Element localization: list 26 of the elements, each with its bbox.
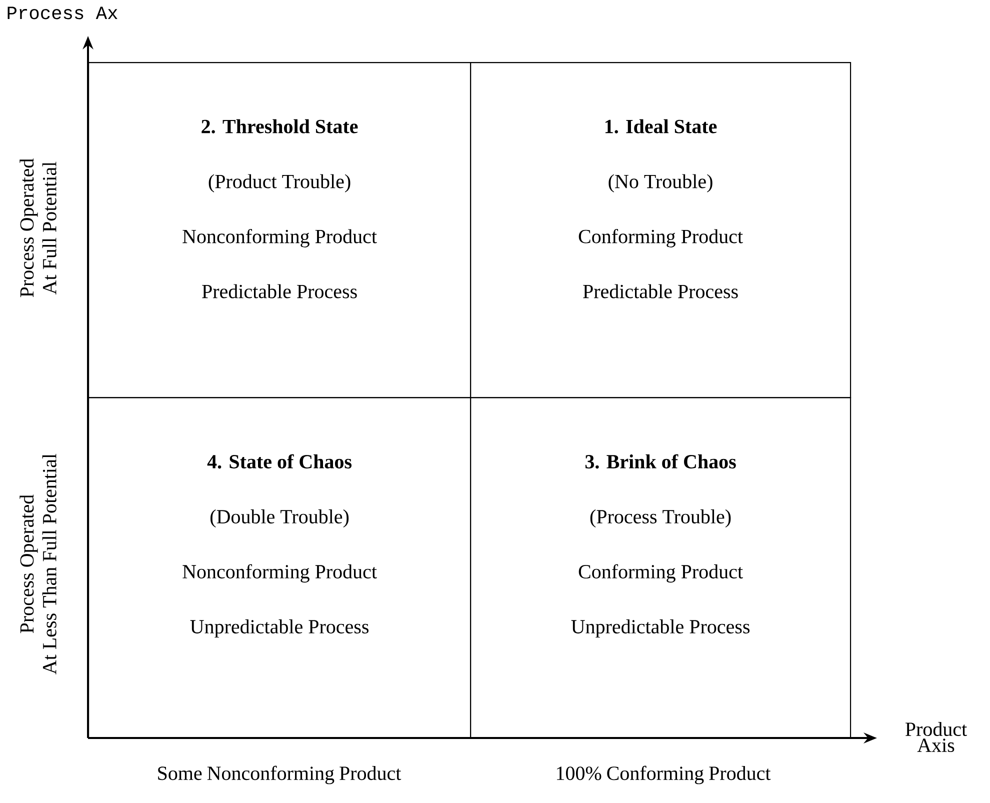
- axis-title: Process Operated At Less Than Full Potential: [20, 454, 56, 674]
- axis-title: Process Ax: [8, 6, 118, 20]
- state-heading: 1. Ideal State: [605, 119, 717, 134]
- state-description: (Double Trouble): [210, 509, 349, 528]
- state-description: (No Trouble): [608, 174, 712, 192]
- state-heading: 3. Brink of Chaos: [585, 454, 736, 469]
- state-heading: 4. State of Chaos: [207, 454, 352, 469]
- axis-title: Process Operated At Full Potential: [20, 158, 56, 298]
- axis-title: Product Axis: [905, 722, 967, 752]
- state-description: Conforming Product: [578, 564, 743, 583]
- state-description: Nonconforming Product: [182, 564, 377, 583]
- quadrant-box: [470, 62, 852, 398]
- state-description: (Product Trouble): [208, 174, 350, 192]
- column-label: 100% Conforming Product: [557, 766, 771, 784]
- quadrant-box: [470, 397, 852, 740]
- state-description: (Process Trouble): [590, 509, 731, 528]
- state-description: Conforming Product: [578, 229, 743, 248]
- state-heading: 2. Threshold State: [202, 119, 358, 134]
- state-description: Predictable Process: [583, 284, 738, 298]
- state-description: Unpredictable Process: [190, 619, 368, 638]
- state-description: Nonconforming Product: [182, 229, 377, 248]
- quadrant-box: [88, 62, 472, 398]
- column-label: Some Nonconforming Product: [158, 766, 402, 784]
- state-description: Unpredictable Process: [571, 619, 750, 638]
- state-description: Predictable Process: [202, 284, 357, 298]
- quadrant-box: [88, 397, 472, 740]
